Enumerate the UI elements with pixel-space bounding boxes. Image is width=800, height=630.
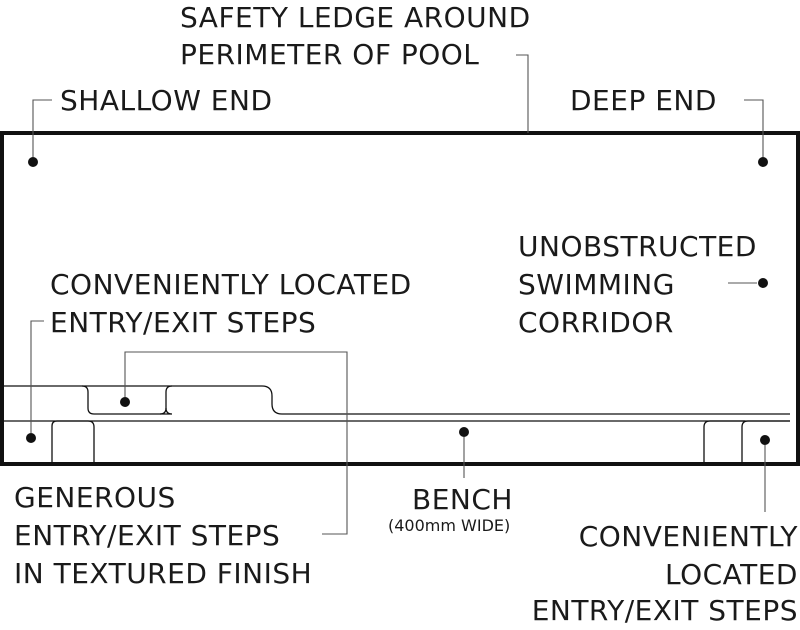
lower-right-steps-marker [760, 435, 770, 445]
safety-ledge-label-line-1: SAFETY LEDGE AROUND [180, 1, 531, 34]
leader-lines [30, 54, 766, 535]
labels: SAFETY LEDGE AROUND PERIMETER OF POOL SH… [14, 1, 798, 627]
deep-end-label: DEEP END [570, 84, 717, 117]
corridor-label-line-2: SWIMMING [518, 268, 675, 301]
shallow-end-marker [28, 157, 38, 167]
corridor-marker [758, 278, 768, 288]
generous-steps-leader [30, 320, 44, 433]
bench-label: BENCH [412, 483, 513, 516]
lower-right-steps-label-line-1: CONVENIENTLY [579, 520, 799, 553]
safety-ledge-leader [516, 54, 529, 133]
step-lower-left-2 [51, 420, 95, 464]
deep-end-marker [758, 157, 768, 167]
step-upper-divider [160, 407, 173, 415]
step-upper-1 [81, 385, 173, 415]
shallow-end-label: SHALLOW END [60, 84, 273, 117]
bench-marker [459, 427, 469, 437]
generous-steps-label-line-1: GENEROUS [14, 481, 176, 514]
upper-steps-label-line-1: CONVENIENTLY LOCATED [50, 268, 412, 301]
upper-steps-marker [120, 397, 130, 407]
bench-width-label: (400mm WIDE) [388, 516, 510, 535]
bench-and-steps [2, 385, 790, 464]
lower-right-steps-label-line-2: LOCATED [665, 558, 798, 591]
corridor-label-line-3: CORRIDOR [518, 306, 674, 339]
safety-ledge-label-line-2: PERIMETER OF POOL [180, 38, 479, 71]
generous-steps-label-line-3: IN TEXTURED FINISH [14, 557, 312, 590]
pool-outline [0, 131, 800, 466]
generous-steps-label-line-2: ENTRY/EXIT STEPS [14, 519, 280, 552]
upper-steps-label-line-2: ENTRY/EXIT STEPS [50, 306, 316, 339]
lower-right-steps-label-line-3: ENTRY/EXIT STEPS [532, 594, 798, 627]
step-lower-right-1 [703, 420, 745, 464]
shallow-end-leader [32, 99, 52, 157]
bench-edge-line [2, 385, 790, 415]
corridor-label-line-1: UNOBSTRUCTED [518, 230, 757, 263]
step-lower-right-2 [741, 420, 790, 464]
generous-steps-marker [26, 433, 36, 443]
markers [26, 157, 770, 445]
deep-end-leader [744, 99, 764, 157]
upper-steps-leader [124, 351, 348, 535]
